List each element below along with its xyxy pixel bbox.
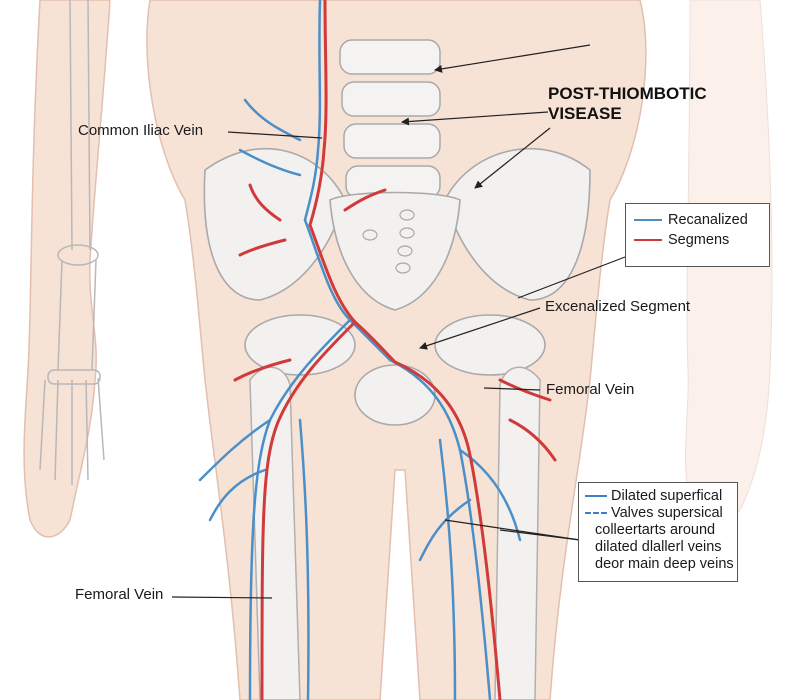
legend-swatch-blue [634, 219, 662, 222]
legend2-text-2: Valves supersical [611, 505, 723, 521]
legend2-swatch-dashed [585, 512, 607, 515]
arm-bones [39, 0, 105, 485]
pelvis [203, 147, 591, 426]
legend2-text-5: deor main deep veins [595, 556, 734, 572]
legend-swatch-red [634, 239, 662, 242]
title-line-2: VISEASE [548, 104, 622, 123]
left-arm-silhouette [23, 0, 111, 538]
legend2-swatch-solid [585, 495, 607, 498]
legend-item-segmens: Segmens [634, 230, 761, 250]
blue-veins [198, 0, 522, 700]
legend2-text-4: dilated dlallerl veins [595, 539, 722, 555]
title-line-1: POST-THIOMBOTIC [548, 84, 707, 103]
legend2-row-1: Dilated superfical [585, 488, 731, 505]
label-femoral-vein-right: Femoral Vein [546, 381, 635, 398]
legend2-text-3: colleertarts around [595, 522, 716, 538]
red-veins [233, 0, 557, 700]
legend2-row-2: Valves supersical [585, 505, 731, 522]
pointer-lines [171, 44, 626, 599]
diagram-title: POST-THIOMBOTIC VISEASE [548, 84, 707, 124]
label-femoral-vein-left: Femoral Vein [75, 586, 164, 603]
legend-dilated-superficial: Dilated superfical Valves supersical col… [578, 482, 738, 582]
spine [339, 39, 441, 199]
legend-label-recanalized: Recanalized [668, 212, 748, 228]
label-common-iliac-vein: Common Iliac Vein [78, 122, 204, 139]
legend-recanalized: Recanalized Segmens [625, 203, 770, 267]
sacral-foramina [362, 209, 415, 274]
label-excenalized-segment: Excenalized Segment [545, 298, 691, 315]
legend-item-recanalized: Recanalized [634, 210, 761, 230]
legend2-text-1: Dilated superfical [611, 488, 723, 504]
legend-label-segmens: Segmens [668, 232, 730, 248]
